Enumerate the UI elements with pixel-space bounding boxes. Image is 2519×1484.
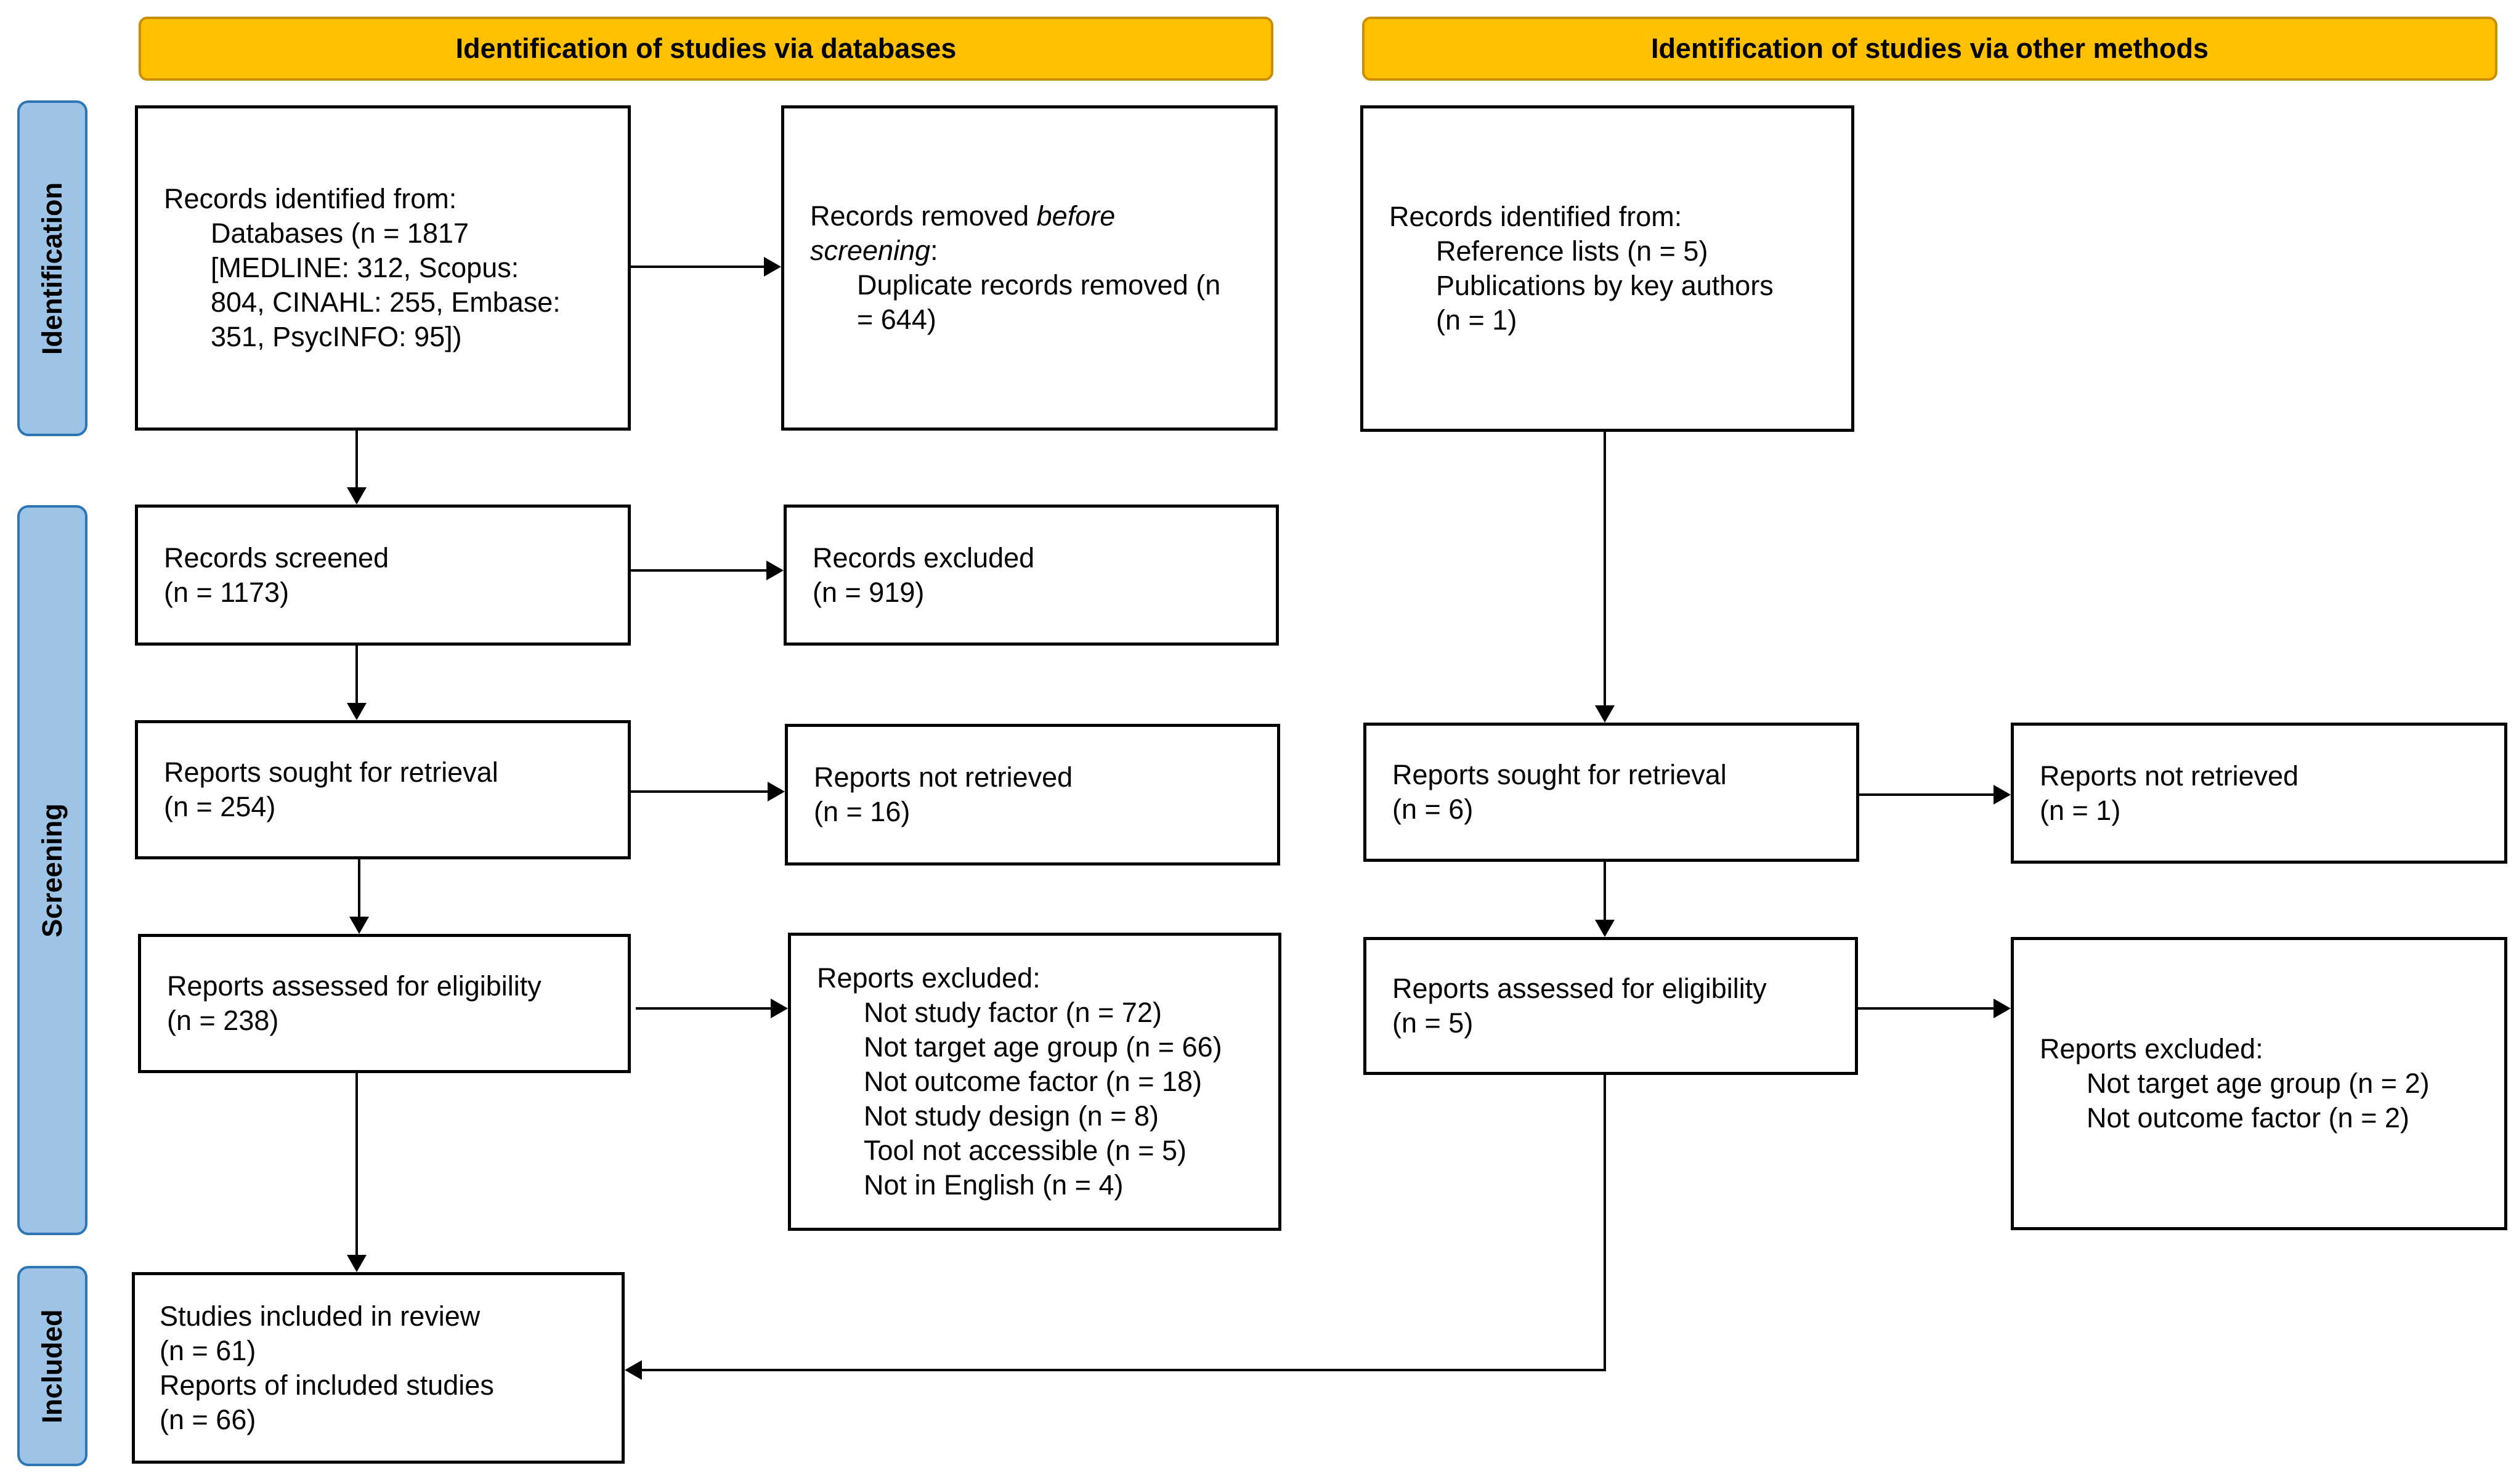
db-assessed-title: Reports assessed for eligibility: [167, 970, 542, 1002]
db-reports-excluded-box: Reports excluded: Not study factor (n = …: [788, 933, 1281, 1231]
other-reason-1: Not target age group (n = 2): [2087, 1068, 2430, 1099]
other-reports-sought-box: Reports sought for retrieval (n = 6): [1363, 723, 1859, 862]
other-not-retrieved-count: (n = 1): [2040, 794, 2121, 826]
other-identified-line2: Publications by key authors: [1436, 270, 1774, 301]
other-assessed-title: Reports assessed for eligibility: [1392, 973, 1767, 1004]
other-reports-not-retrieved-box: Reports not retrieved (n = 1): [2011, 723, 2507, 864]
included-line2: (n = 61): [160, 1334, 256, 1366]
phase-identification: Identification: [17, 100, 87, 436]
db-removed-line1: Duplicate records removed (n: [857, 269, 1221, 301]
db-removed-title2: screening:: [810, 235, 938, 266]
other-reports-excluded-box: Reports excluded: Not target age group (…: [2011, 937, 2507, 1230]
db-records-removed-box: Records removed before screening: Duplic…: [781, 105, 1278, 431]
arrow-other-assessed-to-excluded: [1858, 999, 2011, 1018]
db-reason-6: Not in English (n = 4): [864, 1169, 1124, 1201]
arrow-assessed-to-included: [347, 1073, 367, 1272]
db-identified-line3: 804, CINAHL: 255, Embase:: [211, 286, 561, 318]
arrow-assessed-to-excluded: [636, 999, 788, 1018]
db-assessed-count: (n = 238): [167, 1005, 279, 1036]
other-reports-excluded-title: Reports excluded:: [2040, 1033, 2263, 1064]
header-databases: Identification of studies via databases: [139, 17, 1273, 81]
db-screened-count: (n = 1173): [164, 576, 290, 608]
db-reports-sought-box: Reports sought for retrieval (n = 254): [135, 720, 631, 859]
db-not-retrieved-count: (n = 16): [814, 796, 911, 827]
header-other-methods: Identification of studies via other meth…: [1362, 17, 2497, 81]
other-sought-title: Reports sought for retrieval: [1392, 759, 1727, 790]
db-excluded-title: Records excluded: [813, 541, 1035, 574]
db-removed-title: Records removed before: [810, 200, 1116, 232]
db-reason-2: Not target age group (n = 66): [864, 1031, 1222, 1063]
other-records-identified-box: Records identified from: Reference lists…: [1360, 105, 1854, 432]
arrow-identified-to-removed: [631, 257, 781, 277]
db-sought-title: Reports sought for retrieval: [164, 756, 498, 788]
other-identified-line3: (n = 1): [1436, 304, 1517, 336]
db-identified-title: Records identified from:: [164, 183, 457, 214]
db-identified-line2: [MEDLINE: 312, Scopus:: [211, 252, 519, 283]
db-not-retrieved-title: Reports not retrieved: [814, 761, 1073, 793]
arrow-other-identified-to-sought: [1595, 432, 1615, 723]
other-reason-2: Not outcome factor (n = 2): [2087, 1102, 2409, 1133]
db-reports-assessed-box: Reports assessed for eligibility (n = 23…: [138, 934, 631, 1073]
db-removed-line2: = 644): [857, 304, 936, 335]
db-records-screened-box: Records screened (n = 1173): [135, 505, 631, 646]
arrow-sought-to-assessed: [349, 859, 369, 934]
arrow-other-sought-to-not-retrieved: [1859, 785, 2011, 805]
other-identified-line1: Reference lists (n = 5): [1436, 235, 1708, 267]
other-sought-count: (n = 6): [1392, 793, 1474, 825]
arrow-identified-to-screened: [347, 431, 367, 505]
db-reason-5: Tool not accessible (n = 5): [864, 1135, 1187, 1166]
studies-included-box: Studies included in review (n = 61) Repo…: [132, 1272, 625, 1464]
arrow-other-sought-to-assessed: [1595, 862, 1615, 937]
db-identified-line1: Databases (n = 1817: [211, 217, 469, 249]
other-not-retrieved-title: Reports not retrieved: [2040, 760, 2299, 792]
arrow-other-assessed-to-included: [625, 1075, 1606, 1380]
db-sought-count: (n = 254): [164, 791, 276, 822]
other-reports-assessed-box: Reports assessed for eligibility (n = 5): [1363, 937, 1858, 1075]
arrow-screened-to-sought: [347, 646, 367, 720]
arrow-sought-to-not-retrieved: [631, 782, 785, 801]
db-records-identified-box: Records identified from: Databases (n = …: [135, 105, 631, 431]
db-reports-not-retrieved-box: Reports not retrieved (n = 16): [785, 724, 1280, 866]
included-line4: (n = 66): [160, 1403, 256, 1435]
phase-screening: Screening: [17, 505, 87, 1235]
db-excluded-count: (n = 919): [813, 576, 925, 608]
db-reason-4: Not study design (n = 8): [864, 1100, 1159, 1132]
db-records-excluded-box: Records excluded (n = 919): [784, 505, 1279, 646]
included-line3: Reports of included studies: [160, 1369, 494, 1401]
db-screened-title: Records screened: [164, 541, 389, 574]
phase-included: Included: [17, 1266, 87, 1466]
other-identified-title: Records identified from:: [1389, 201, 1682, 232]
other-assessed-count: (n = 5): [1392, 1007, 1474, 1039]
included-line1: Studies included in review: [160, 1300, 481, 1332]
db-reason-3: Not outcome factor (n = 18): [864, 1066, 1203, 1097]
db-reports-excluded-title: Reports excluded:: [817, 962, 1040, 994]
db-identified-line4: 351, PsycINFO: 95]): [211, 321, 462, 352]
db-reason-1: Not study factor (n = 72): [864, 997, 1162, 1028]
arrow-screened-to-excluded: [631, 561, 784, 580]
